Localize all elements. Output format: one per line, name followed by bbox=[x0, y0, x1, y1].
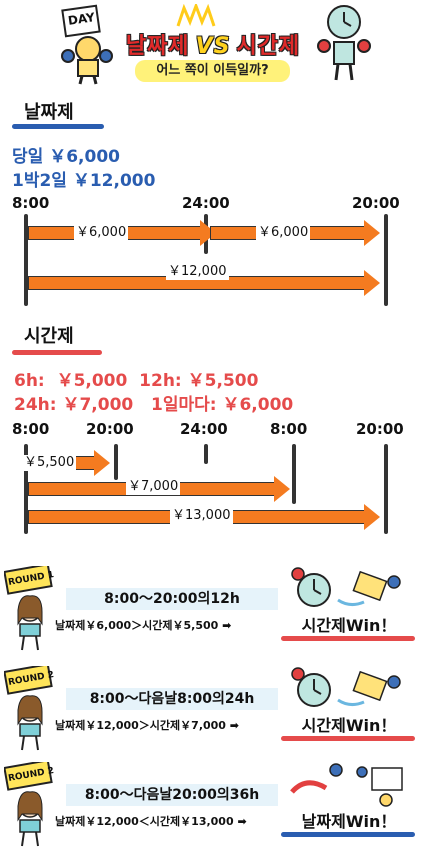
hourly-time-5: 20:00 bbox=[356, 420, 404, 438]
daily-arrow-day2-label: ￥6,000 bbox=[256, 225, 311, 241]
day-sign-winning-icon bbox=[290, 763, 403, 807]
round-2-title: 8:00〜다음날8:00의24h bbox=[66, 688, 278, 710]
round-3-title: 8:00〜다음날20:00의36h bbox=[66, 784, 278, 806]
round-3-compare: 날짜제￥12,000＜시간제￥13,000 ➡ bbox=[55, 815, 247, 828]
round-3-result-underline bbox=[281, 832, 415, 837]
round-2: ROUND 2 8:00〜다음날8:00의24h 날짜제￥12,000＞시간제￥… bbox=[0, 666, 422, 758]
clock-character-icon bbox=[317, 5, 371, 81]
hourly-arrow-12h-label: ￥5,500 bbox=[22, 455, 77, 471]
daily-tick-end bbox=[384, 214, 388, 306]
hourly-arrow-36h-label: ￥13,000 bbox=[170, 508, 233, 524]
daily-price-1: 당일 ￥6,000 bbox=[12, 147, 120, 167]
hourly-tick-1 bbox=[24, 444, 28, 534]
round-1-compare: 날짜제￥6,000＞시간제￥5,500 ➡ bbox=[55, 619, 232, 632]
daily-title-underline bbox=[12, 124, 104, 129]
header-vs: VS bbox=[195, 34, 231, 59]
daily-arrow-total-label: ￥12,000 bbox=[166, 264, 229, 280]
header-subtitle: 어느 쪽이 이득일까? bbox=[135, 60, 290, 82]
daily-tick-start bbox=[24, 214, 28, 306]
hourly-time-2: 20:00 bbox=[86, 420, 134, 438]
round-2-result: 시간제Win！ bbox=[301, 716, 397, 735]
clock-winning-icon bbox=[291, 567, 401, 607]
burst-icon bbox=[176, 4, 216, 27]
hourly-title-underline bbox=[12, 350, 102, 355]
daily-arrow-day1-label: ￥6,000 bbox=[74, 225, 129, 241]
round-3-result: 날짜제Win！ bbox=[301, 812, 397, 831]
hourly-tick-5 bbox=[384, 444, 388, 534]
header-left-word: 날짜제 bbox=[125, 34, 190, 59]
girl-holding-sign-icon bbox=[4, 666, 53, 751]
hourly-tick-4 bbox=[292, 444, 296, 504]
daily-time-end: 20:00 bbox=[352, 194, 400, 212]
round-3: ROUND 2 8:00〜다음날20:00의36h 날짜제￥12,000＜시간제… bbox=[0, 762, 422, 853]
round-2-compare: 날짜제￥12,000＞시간제￥7,000 ➡ bbox=[55, 719, 240, 732]
hourly-arrow-24h-label: ￥7,000 bbox=[126, 479, 181, 495]
hourly-title: 시간제 bbox=[24, 326, 74, 347]
hourly-time-3: 24:00 bbox=[180, 420, 228, 438]
daily-time-mid: 24:00 bbox=[182, 194, 230, 212]
girl-holding-sign-icon bbox=[4, 566, 53, 651]
clock-winning-icon bbox=[291, 667, 401, 707]
round-2-result-underline bbox=[281, 736, 415, 741]
round-1-title: 8:00〜20:00의12h bbox=[66, 588, 278, 610]
daily-time-start: 8:00 bbox=[12, 194, 50, 212]
hourly-price-row-1: 6h: ￥5,000 12h: ￥5,500 bbox=[14, 371, 259, 391]
hourly-time-1: 8:00 bbox=[12, 420, 50, 438]
header-right-word: 시간제 bbox=[236, 34, 301, 59]
hourly-time-4: 8:00 bbox=[270, 420, 308, 438]
day-sign-character-icon bbox=[61, 4, 113, 85]
round-1-result-underline bbox=[281, 636, 415, 641]
girl-holding-sign-icon bbox=[4, 762, 53, 847]
hourly-tick-3 bbox=[204, 444, 208, 464]
hourly-price-row-2: 24h: ￥7,000 1일마다: ￥6,000 bbox=[14, 395, 294, 415]
round-1-result: 시간제Win！ bbox=[301, 616, 397, 635]
hourly-tick-2 bbox=[114, 444, 118, 480]
daily-price-2: 1박2일 ￥12,000 bbox=[12, 171, 156, 191]
daily-title: 날짜제 bbox=[24, 102, 74, 123]
round-1: ROUND 1 8:00〜20:00의12h 날짜제￥6,000＞시간제￥5,5… bbox=[0, 566, 422, 658]
